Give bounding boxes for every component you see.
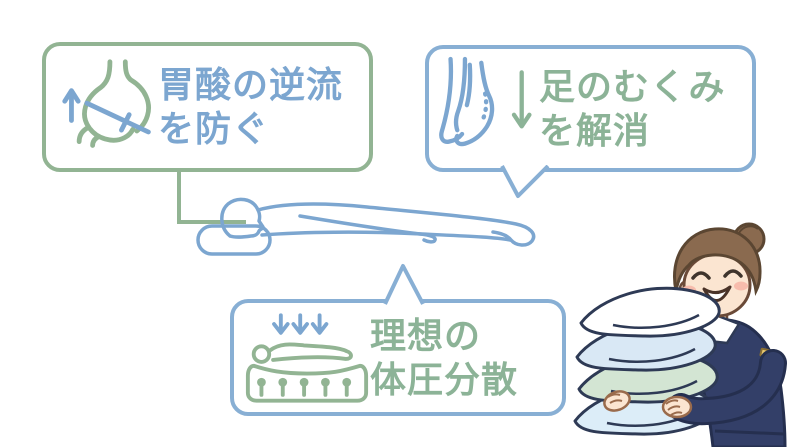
callout-acid-reflux-label: 胃酸の逆流 を防ぐ	[158, 63, 343, 151]
hair	[673, 227, 762, 296]
pillow-outline	[196, 224, 272, 256]
pressure-down-arrows-icon	[272, 312, 329, 335]
callout-pressure-distribution: 理想の 体圧分散	[230, 299, 566, 416]
up-arrow-blocked-icon	[62, 88, 151, 135]
speech-tail-leg-swelling	[500, 165, 550, 198]
callout-pressure-label: 理想の 体圧分散	[370, 314, 518, 402]
label-line1: 胃酸の逆流	[158, 64, 344, 106]
spring-pins-icon	[257, 377, 352, 397]
callout-leg-swelling: 足のむくみ を解消	[425, 45, 756, 172]
label-line1: 足のむくみ	[539, 65, 726, 107]
label-line1: 理想の	[370, 314, 482, 356]
label-line2: を防ぐ	[158, 108, 270, 149]
callout-acid-reflux: 胃酸の逆流 を防ぐ	[42, 42, 373, 172]
mattress-icon	[245, 312, 369, 403]
down-arrow-icon	[511, 69, 532, 128]
stomach-icon	[62, 59, 151, 148]
callout-leg-swelling-label: 足のむくみ を解消	[539, 65, 725, 153]
label-line2: 体圧分散	[370, 358, 519, 400]
closed-happy-eyes	[691, 269, 743, 280]
legs-icon	[439, 56, 532, 146]
speech-tail-pressure	[383, 264, 425, 305]
label-line2: を解消	[539, 109, 651, 151]
hand-left	[603, 390, 631, 412]
blush-right	[734, 281, 748, 291]
woman-holding-pillows-illustration	[573, 222, 787, 447]
sleeping-person-illustration	[196, 197, 536, 256]
jacket-hem-line	[714, 429, 785, 436]
hand-right	[661, 395, 693, 419]
